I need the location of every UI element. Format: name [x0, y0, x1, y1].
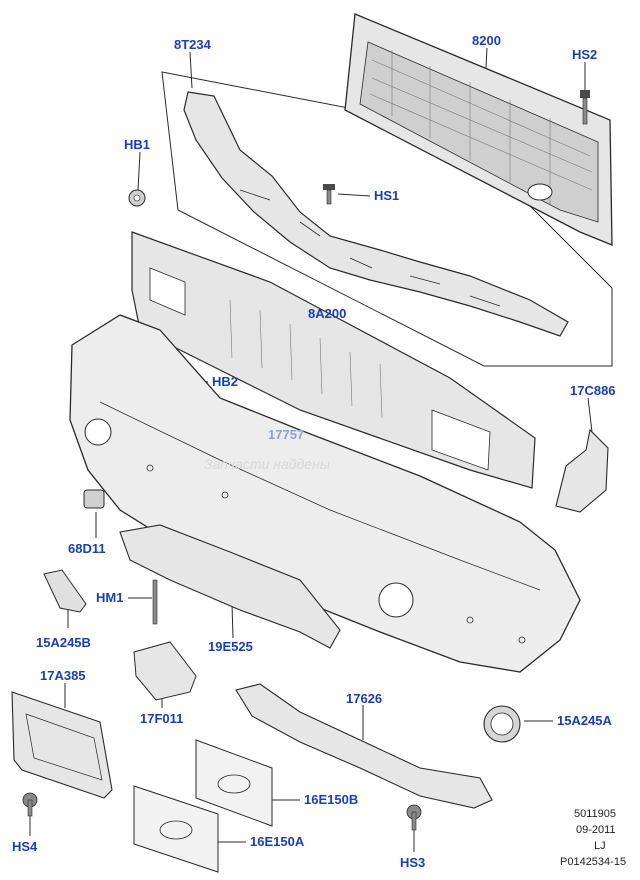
grille-8200: [344, 13, 613, 246]
callout-HS1: HS1: [374, 188, 400, 203]
callout-HM1: HM1: [96, 590, 124, 605]
callout-17626: 17626: [346, 691, 383, 706]
callout-HB1: HB1: [124, 137, 151, 152]
callout-17757: 17757: [268, 427, 305, 442]
bracket-17C886: [555, 428, 609, 513]
callout-HB2: HB2: [212, 374, 239, 389]
plate-16E150B: [195, 739, 273, 827]
lower-trim-17626: [235, 683, 493, 809]
callout-19E525: 19E525: [208, 639, 253, 654]
callout-17A385: 17A385: [40, 668, 86, 683]
screw-hs2: [580, 90, 590, 125]
callout-HS3: HS3: [400, 855, 426, 870]
fastener-hm1: [152, 579, 158, 625]
callout-HS4: HS4: [12, 839, 38, 854]
callout-8A200: 8A200: [308, 306, 347, 321]
callout-15A245B: 15A245B: [36, 635, 91, 650]
footer-line-2: 09-2011: [576, 824, 616, 836]
footer-line-3: LJ: [594, 840, 606, 852]
bracket-8T234: [183, 91, 569, 337]
leader-8T234: [189, 51, 193, 89]
leader-HB1: [137, 151, 141, 191]
callout-8T234: 8T234: [174, 37, 211, 52]
nut-hb1: [128, 189, 146, 207]
footer-line-1: 5011905: [574, 808, 617, 820]
screw-hs4: [22, 792, 38, 817]
callout-17F011: 17F011: [140, 711, 184, 726]
callout-68D11: 68D11: [68, 541, 106, 556]
bumper-cover-17757: [69, 314, 581, 673]
spoiler-19E525: [119, 524, 341, 649]
fog-bezel-15A245A: [483, 705, 521, 743]
callout-17C886: 17C886: [570, 383, 616, 398]
leader-HS1: [337, 193, 371, 197]
callout-15A245A: 15A245A: [557, 713, 612, 728]
watermark-subtitle: Запчасти найдены: [204, 456, 331, 472]
reinforcement-8A200: [131, 231, 536, 489]
leader-17C886: [587, 397, 593, 433]
footer-line-4: P0142534-15: [560, 856, 627, 868]
plate-16E150A: [133, 785, 219, 873]
callout-HS2: HS2: [572, 47, 598, 62]
cover-17F011: [133, 641, 197, 701]
plate-17A385: [11, 691, 113, 799]
callout-8200: 8200: [472, 33, 501, 48]
callout-16E150B: 16E150B: [304, 792, 359, 807]
bolt-hs1: [323, 184, 335, 205]
sensor-68D11: [83, 489, 105, 509]
callout-16E150A: 16E150A: [250, 834, 305, 849]
screw-hs3: [406, 804, 422, 831]
leader-19E525: [231, 603, 234, 639]
bracket-15A245B: [43, 569, 87, 613]
